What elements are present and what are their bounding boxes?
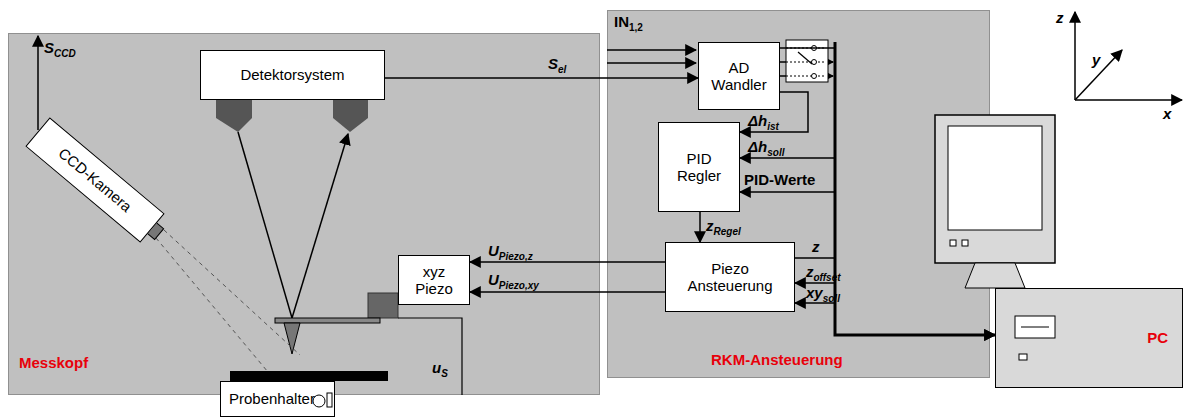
- switch-contact: [786, 62, 826, 63]
- box-label: Detektorsystem: [240, 66, 344, 83]
- axis-label: x: [1163, 106, 1171, 123]
- monitor: [935, 115, 1055, 263]
- laser-beam: [238, 132, 292, 318]
- axis-x: [1075, 99, 1182, 101]
- input-arrow: [607, 62, 696, 64]
- piezo-driver-box: Piezo Ansteuerung: [665, 242, 795, 312]
- monitor-button: [950, 240, 956, 246]
- signal-name: uS: [432, 360, 448, 379]
- box-label: xyz Piezo: [407, 263, 461, 298]
- signal-connector: [740, 158, 995, 335]
- panel-title: Messkopf: [19, 354, 88, 371]
- detector-box: Detektorsystem: [200, 50, 385, 100]
- signal-name: PID-Werte: [744, 172, 815, 189]
- switch-pole: [812, 60, 817, 65]
- axis-label: z: [1056, 10, 1064, 27]
- input-name: IN1,2: [614, 14, 643, 33]
- adc-box: AD Wandler: [698, 42, 780, 110]
- monitor-stand: [965, 263, 1025, 288]
- signal-name: SCCD: [44, 40, 76, 59]
- ccd-camera: CCD-Kamera: [25, 117, 164, 243]
- box-label: AD Wandler: [707, 59, 771, 94]
- pc-case: PC: [995, 288, 1183, 388]
- signal-name: xysoll: [806, 285, 840, 304]
- cantilever: [275, 318, 380, 323]
- box-label: CCD-Kamera: [55, 144, 135, 215]
- switch-lever: [798, 52, 812, 64]
- signal-connector: [470, 291, 665, 293]
- pid-box: PID Regler: [658, 122, 740, 212]
- drive-slot: [1015, 316, 1055, 338]
- signal-name: Sel: [548, 56, 566, 75]
- signal-connector: [385, 77, 698, 79]
- switch-box: [786, 40, 828, 82]
- signal-name: z: [812, 239, 820, 256]
- signal-name: zoffset: [806, 264, 841, 283]
- sample-holder: Probenhalter: [220, 381, 335, 417]
- signal-name: UPiezo,xy: [488, 272, 539, 291]
- drive-slot-line: [1021, 327, 1049, 328]
- excitation-wire: [398, 318, 462, 395]
- box-label: Piezo Ansteuerung: [674, 260, 786, 295]
- signal-name: Δhist: [748, 113, 779, 132]
- box-label: PID Regler: [667, 150, 731, 185]
- monitor-button: [962, 240, 968, 246]
- camera-signal-arrow: [37, 36, 39, 130]
- signal-connector: [740, 192, 995, 335]
- piezo-box: xyz Piezo: [398, 255, 470, 305]
- power-button: [1019, 354, 1027, 360]
- signal-name: Δhsoll: [748, 139, 784, 158]
- signal-connector: [795, 303, 995, 335]
- laser-beam-reflected: [292, 134, 348, 318]
- cantilever-tip: [284, 323, 300, 354]
- camera-view: [164, 230, 300, 355]
- signal-name: UPiezo,z: [488, 243, 533, 262]
- sample: [230, 371, 388, 381]
- axis-y: [1075, 50, 1122, 100]
- camera-lens: [142, 218, 163, 239]
- detector-photodiode: [333, 100, 368, 132]
- signal-connector: [699, 212, 701, 242]
- panel-title: RKM-Ansteuerung: [711, 351, 843, 368]
- cantilever-holder: [368, 293, 398, 318]
- axis-z: [1074, 12, 1076, 100]
- axis-label: y: [1092, 52, 1100, 69]
- camera-view: [156, 238, 278, 384]
- detector-laser: [216, 100, 252, 132]
- switch-pole: [812, 74, 817, 79]
- input-arrow: [607, 49, 696, 51]
- signal-connector: [780, 48, 995, 335]
- monitor-screen: [948, 126, 1042, 230]
- signal-name: zRegel: [706, 218, 741, 237]
- switch-contact: [786, 76, 826, 77]
- signal-connector: [795, 283, 995, 335]
- measuring-head-panel: DetektorsystemCCD-Kamera xyz PiezoMesskop…: [8, 33, 600, 395]
- signal-connector: [740, 92, 808, 132]
- signal-connector: [795, 258, 995, 335]
- box-label: PC: [1147, 329, 1168, 346]
- box-label: Probenhalter: [229, 390, 315, 407]
